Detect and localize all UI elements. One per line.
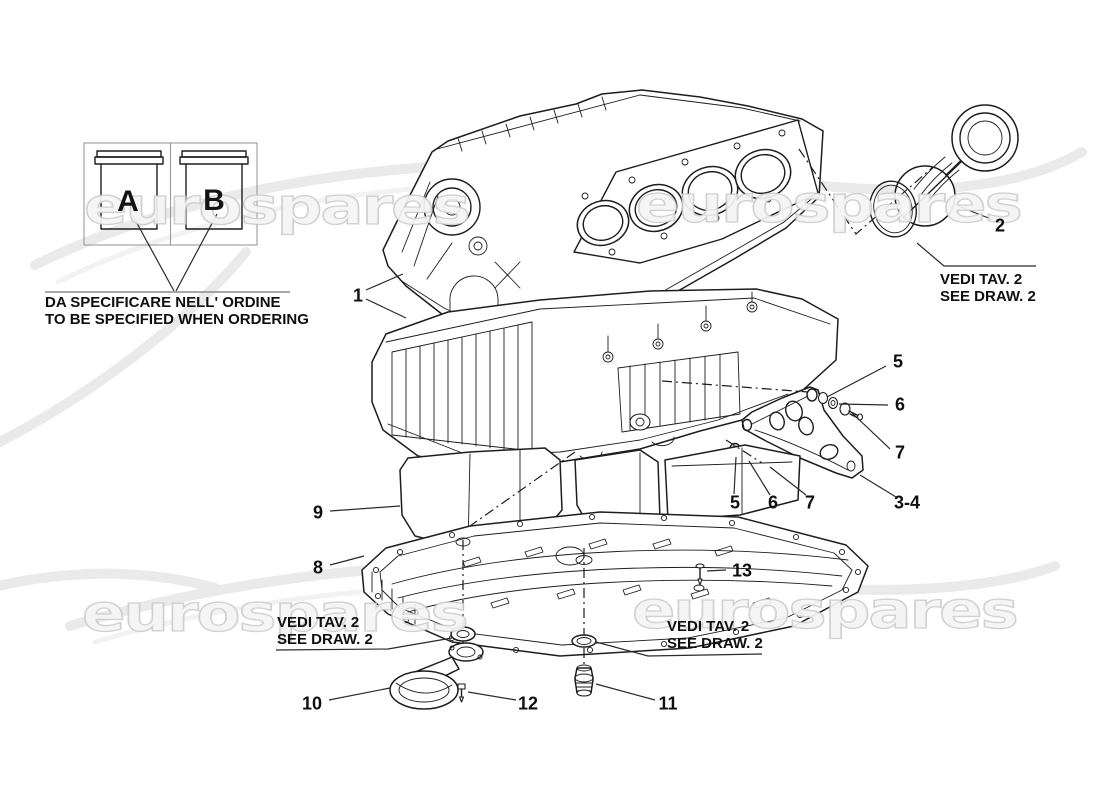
fixing-bolt-12 <box>457 683 466 703</box>
part-label-7-upper: 7 <box>894 442 906 463</box>
part-label-10: 10 <box>301 693 323 714</box>
crankcase-lower <box>371 288 839 472</box>
see-draw-note-right: VEDI TAV. 2 SEE DRAW. 2 <box>940 271 1036 305</box>
see-draw-note-middle: VEDI TAV. 2 SEE DRAW. 2 <box>667 618 763 652</box>
inset-liner-box <box>45 142 290 293</box>
o-ring-seal <box>869 180 917 238</box>
part-label-5-lower: 5 <box>729 492 741 513</box>
see-draw-note-line2: SEE DRAW. 2 <box>940 287 1036 305</box>
see-draw-note-line1: VEDI TAV. 2 <box>277 614 360 631</box>
cylinder-liner-part <box>894 104 1019 227</box>
see-draw-note-line1: VEDI TAV. 2 <box>667 618 750 635</box>
drain-plug-washer <box>571 634 597 648</box>
liner-a-label: A <box>117 185 139 218</box>
stud-13 <box>695 563 705 586</box>
engine-block-upper <box>382 89 824 353</box>
part-label-11: 11 <box>658 693 678 714</box>
part-label-2: 2 <box>994 215 1006 236</box>
engine-mount-bracket <box>741 386 864 479</box>
see-draw-note-line2: SEE DRAW. 2 <box>667 634 763 652</box>
ordering-note-line2: TO BE SPECIFIED WHEN ORDERING <box>45 311 309 328</box>
part-label-13: 13 <box>731 560 753 581</box>
see-draw-note-line1: VEDI TAV. 2 <box>940 271 1023 288</box>
ordering-note-line1: DA SPECIFICARE NELL' ORDINE <box>45 294 281 311</box>
part-label-6-upper: 6 <box>894 394 906 415</box>
part-label-1: 1 <box>352 285 364 306</box>
see-draw-note-line2: SEE DRAW. 2 <box>277 630 373 648</box>
part-label-7-lower: 7 <box>804 492 816 513</box>
part-label-12: 12 <box>517 693 539 714</box>
part-label-9: 9 <box>312 502 324 523</box>
liner-b-label: B <box>203 184 225 217</box>
pickup-gasket-washer <box>450 626 476 642</box>
ordering-note: DA SPECIFICARE NELL' ORDINE TO BE SPECIF… <box>45 294 309 328</box>
drain-plug <box>574 664 594 697</box>
oil-pickup-strainer <box>389 642 484 710</box>
part-label-3-4: 3-4 <box>893 492 921 513</box>
see-draw-note-left: VEDI TAV. 2 SEE DRAW. 2 <box>277 614 373 648</box>
bracket-hardware-upper <box>817 391 864 421</box>
part-label-6-lower: 6 <box>767 492 779 513</box>
part-label-8: 8 <box>312 557 324 578</box>
leader-lines <box>275 205 1036 701</box>
part-label-5-upper: 5 <box>892 351 904 372</box>
